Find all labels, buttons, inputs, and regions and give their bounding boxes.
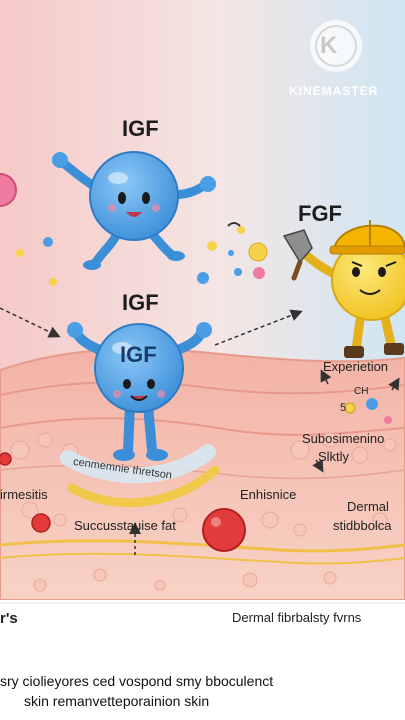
label-enhisnice: Enhisnice	[240, 487, 297, 502]
pink-molecule	[0, 173, 17, 207]
red-cell-small	[31, 513, 51, 533]
igf-character-top	[52, 151, 216, 270]
footer-left-caption: r's	[0, 610, 18, 627]
label-experience: Experietion	[323, 359, 389, 374]
label-stidbbolca: stidbbolca	[333, 518, 392, 533]
label-success: Succusstauise fat	[74, 518, 176, 533]
label-irmesitis: irmesitis	[0, 487, 48, 502]
subtitle-line-2: skin remanvetteporainion skin	[24, 693, 210, 709]
fgf-character	[282, 220, 405, 358]
watermark-text: KINEMASTER	[289, 84, 379, 98]
curved-banner	[60, 444, 220, 508]
subtitle-line-1: sry ciolieyores ced vospond smy bboculen…	[0, 673, 274, 689]
label-five: 5	[340, 402, 347, 414]
label-ch: CH	[354, 386, 369, 397]
arrow-right	[214, 309, 303, 346]
logo-letter: K	[320, 32, 338, 59]
igf-character-bottom	[67, 322, 212, 461]
kinemaster-logo-icon	[310, 20, 362, 72]
label-sliktly: Slktly	[318, 449, 350, 464]
caption-area	[0, 600, 405, 720]
floating-molecules	[16, 222, 268, 286]
label-dermal: Dermal	[347, 499, 389, 514]
igf-label-top: IGF	[122, 116, 159, 141]
arrow-left	[0, 307, 61, 338]
red-cell-large	[202, 508, 246, 552]
igf-label-body: IGF	[120, 342, 157, 367]
footer-right-caption: Dermal fibrbalsty fvrns	[232, 610, 362, 625]
igf-label-middle: IGF	[122, 290, 159, 315]
fgf-label: FGF	[298, 201, 342, 226]
label-subosimen: Subosimenino	[302, 431, 385, 446]
